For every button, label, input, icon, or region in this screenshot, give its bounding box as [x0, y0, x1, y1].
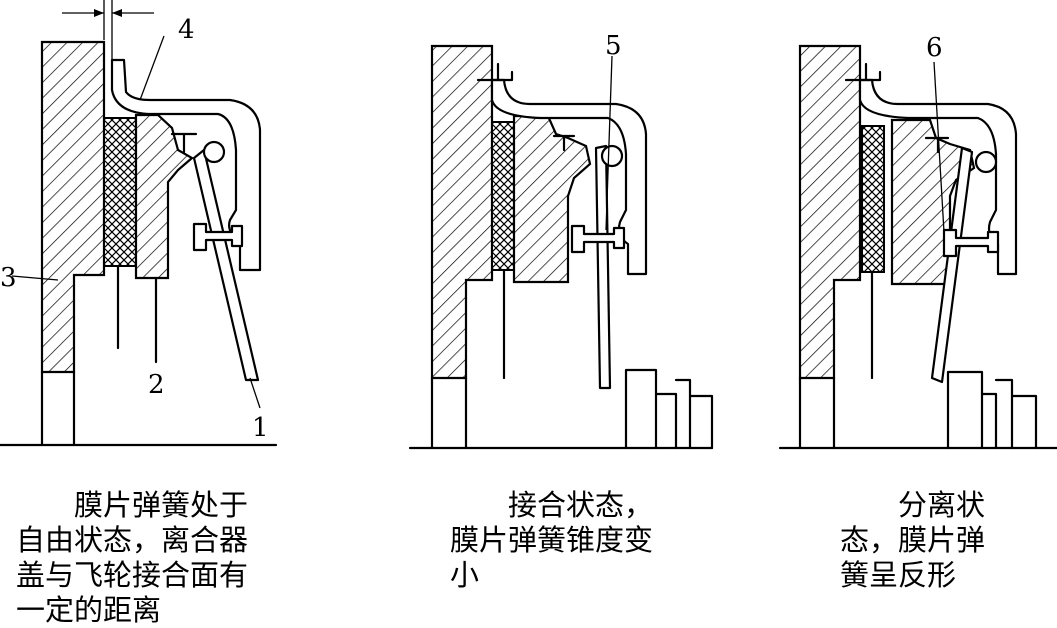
caption-line: 态，膜片弹 — [840, 523, 986, 557]
pivot-ring — [600, 144, 624, 168]
label-2: 2 — [148, 370, 165, 400]
caption-disengaged-state: 分离状 态，膜片弹 簧呈反形 — [840, 488, 985, 593]
state-engaged-figure: 5 — [408, 31, 714, 450]
caption-line: 接合状态， — [450, 488, 654, 522]
pivot-ring — [202, 140, 226, 164]
release-bolt — [570, 224, 626, 254]
caption-line: 分离状 — [840, 488, 986, 522]
label-5: 5 — [605, 31, 622, 61]
caption-line: 膜片弹簧锥度变 — [450, 523, 654, 557]
caption-engaged-state: 接合状态， 膜片弹簧锥度变 小 — [450, 488, 653, 593]
label-4: 4 — [178, 15, 195, 45]
caption-line: 一定的距离 — [16, 593, 162, 627]
caption-line: 自由状态，离合器 — [16, 523, 249, 557]
pressure-plate — [890, 118, 976, 286]
flywheel — [40, 40, 106, 374]
flywheel — [798, 44, 862, 380]
pressure-plate — [134, 113, 194, 280]
diaphragm-spring — [930, 146, 974, 384]
flywheel — [430, 44, 494, 380]
diaphragm-spring — [192, 148, 260, 382]
release-bolt — [192, 222, 244, 252]
label-6: 6 — [926, 33, 943, 63]
friction-disc — [103, 117, 137, 267]
caption-line: 小 — [450, 558, 480, 592]
caption-line: 簧呈反形 — [840, 558, 957, 592]
friction-disc — [861, 125, 885, 273]
caption-line: 盖与飞轮接合面有 — [16, 558, 249, 592]
caption-free-state: 膜片弹簧处于 自由状态，离合器 盖与飞轮接合面有 一定的距离 — [16, 488, 248, 628]
caption-line: 膜片弹簧处于 — [16, 488, 249, 522]
label-1: 1 — [252, 413, 269, 443]
state-free-figure: 3 4 2 1 — [0, 0, 278, 447]
label-3: 3 — [0, 263, 17, 293]
friction-disc — [491, 121, 515, 271]
clutch-diagram: 3 4 2 1 5 6 — [0, 0, 1057, 450]
state-disengaged-figure: 6 — [778, 33, 1057, 450]
gap-dimension — [62, 0, 154, 60]
pressure-plate — [512, 114, 592, 284]
release-bolt — [942, 228, 1000, 258]
flywheel-base — [40, 370, 76, 447]
pivot-ring — [974, 150, 998, 174]
